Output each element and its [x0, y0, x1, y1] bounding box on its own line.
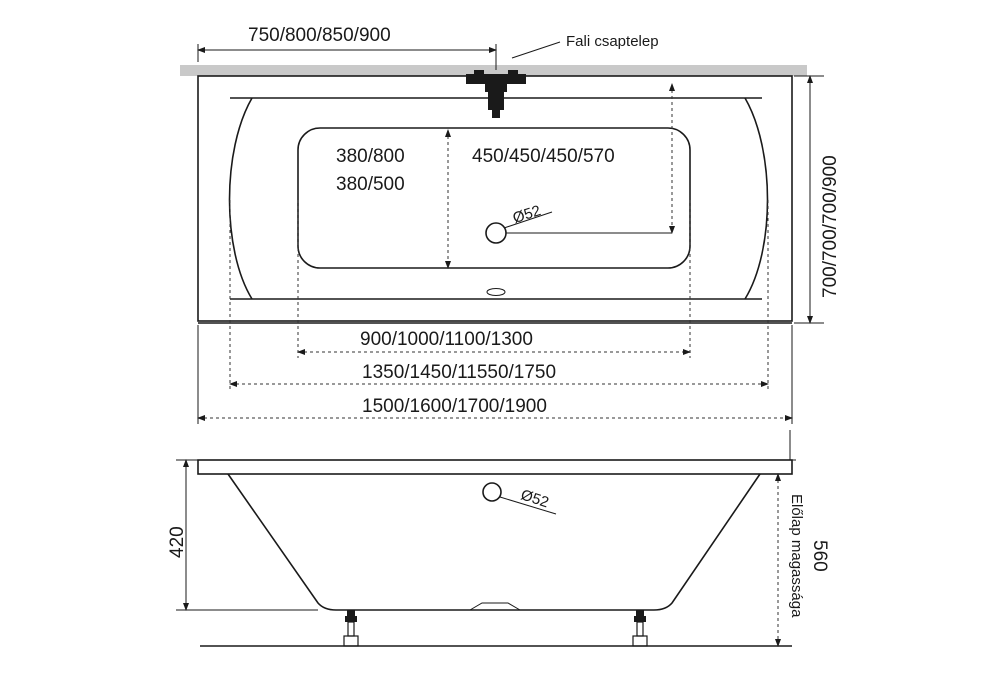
overflow-icon [486, 288, 506, 296]
wall-faucet-leader [511, 41, 561, 59]
wall-faucet-label: Fali csaptelep [566, 33, 659, 50]
top-view-inner-basin [297, 127, 691, 269]
wall-faucet-icon [466, 70, 526, 118]
outer-length-label: 1500/1600/1700/1900 [362, 396, 547, 417]
inner-length-label: 900/1000/1100/1300 [360, 329, 533, 350]
top-view-right-curve [744, 97, 769, 300]
inner-offset-label-b: 380/500 [336, 174, 405, 195]
total-height-label: 560 [809, 540, 830, 572]
faucet-width-label: 750/800/850/900 [248, 25, 391, 46]
wall-strip [180, 65, 807, 76]
drain-diameter-leader [503, 211, 553, 229]
inner-offset-label-a: 380/800 [336, 146, 405, 167]
drain-offset-label: 450/450/450/570 [472, 146, 615, 167]
top-view-left-curve [228, 97, 253, 300]
side-view-basin [227, 473, 761, 611]
middle-length-label: 1350/1450/11550/1750 [362, 362, 556, 383]
drain-hole-side-icon [482, 482, 502, 502]
left-leg-icon [343, 610, 359, 647]
outer-width-label: 700/700/700/900 [820, 155, 841, 298]
drain-hole-top-icon [485, 222, 507, 244]
front-panel-height-label: Előlap magassága [788, 494, 805, 618]
tub-height-label: 420 [167, 526, 188, 558]
drain-diameter-top-label: Ø52 [511, 202, 543, 227]
side-view-rim [197, 459, 793, 475]
right-leg-icon [632, 610, 648, 647]
drain-diameter-side-label: Ø52 [519, 486, 551, 511]
